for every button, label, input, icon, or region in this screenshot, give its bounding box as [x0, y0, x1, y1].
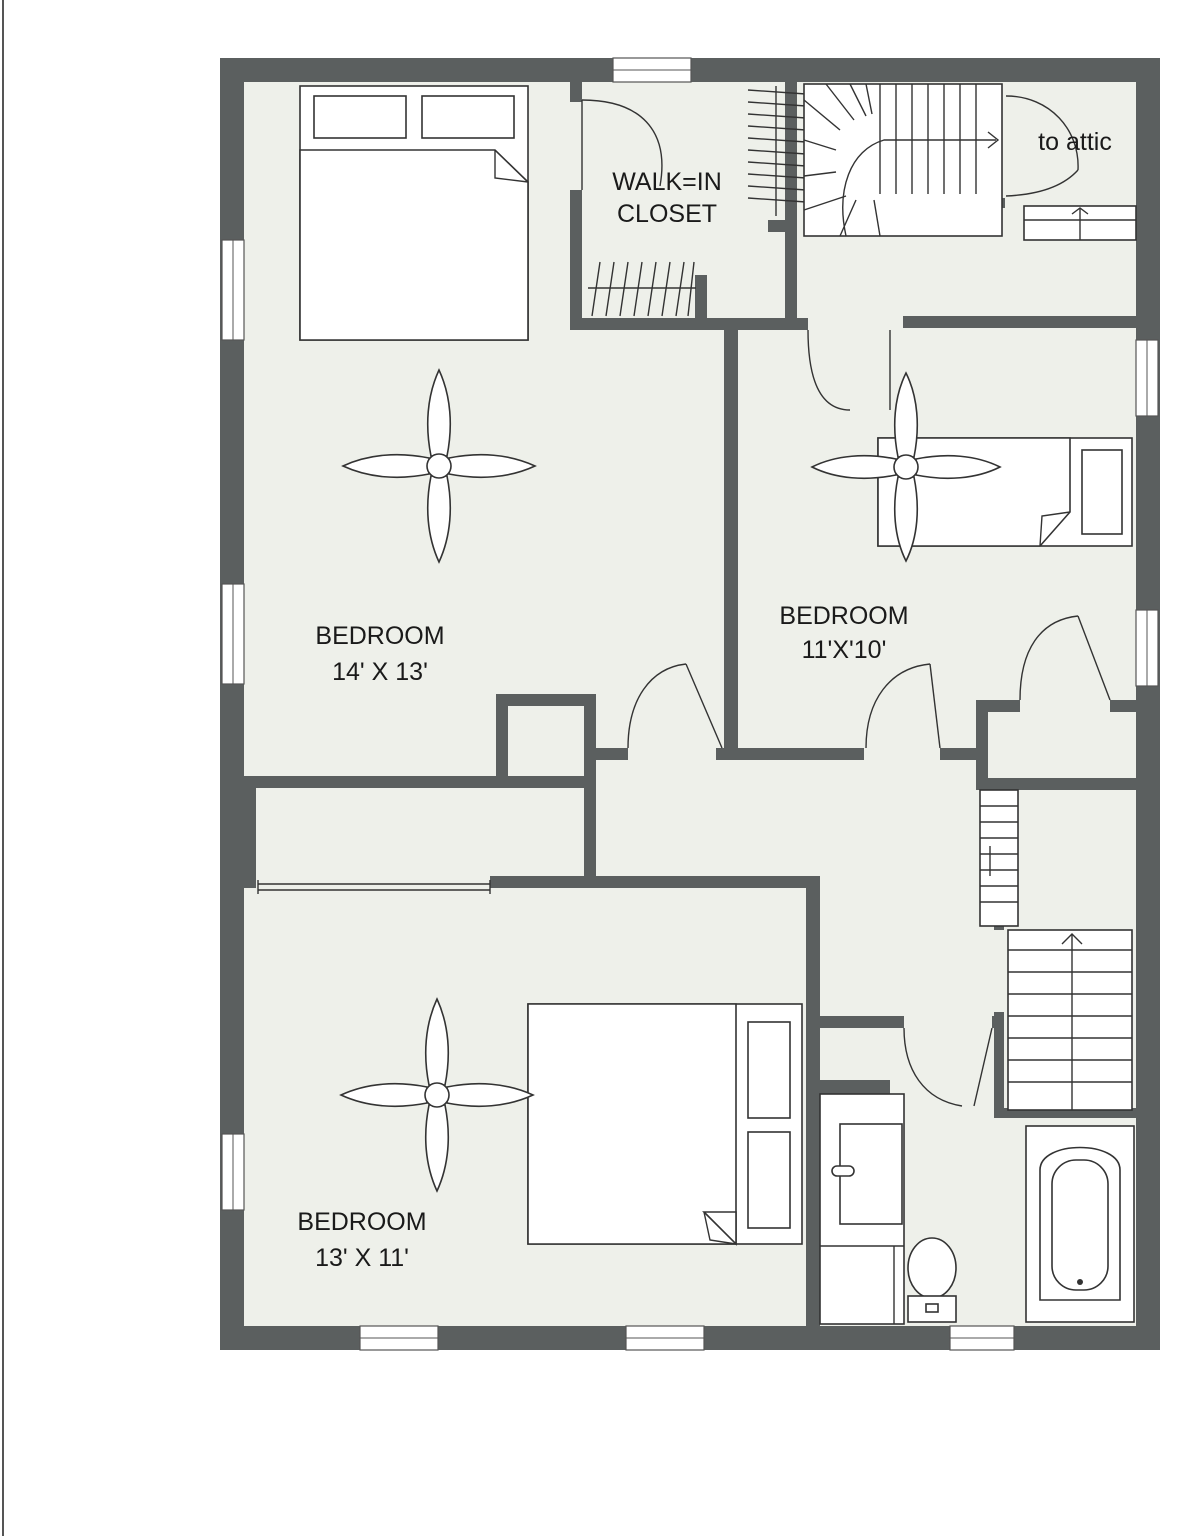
closet-label-line1: WALK=IN — [612, 168, 722, 196]
bed-icon — [299, 85, 529, 341]
sliding-door-icon — [257, 880, 491, 894]
bedroom3-name: BEDROOM — [297, 1208, 426, 1236]
stairs-icon — [979, 789, 1133, 1111]
ceiling-fan-icon — [810, 371, 1002, 563]
bedroom1-size: 14' X 13' — [332, 658, 428, 686]
bedroom2-size: 11'X'10' — [802, 636, 887, 664]
attic-label: to attic — [1038, 128, 1112, 156]
closet-label-line2: CLOSET — [617, 200, 717, 228]
toilet-icon — [907, 1237, 957, 1323]
bed-icon — [527, 1003, 803, 1246]
bedroom1-name: BEDROOM — [315, 622, 444, 650]
door-swing-icon — [581, 95, 1111, 1107]
bedroom3-size: 13' X 11' — [315, 1244, 409, 1272]
bedroom2-name: BEDROOM — [779, 602, 908, 630]
windows — [221, 57, 1159, 1351]
ceiling-fan-icon — [341, 368, 537, 564]
closet-shelves — [588, 86, 807, 317]
ceiling-fan-icon — [339, 997, 535, 1193]
bathtub-icon — [1025, 1125, 1135, 1323]
sink-icon — [819, 1093, 905, 1325]
interior-walls — [244, 82, 1136, 1336]
stairs-icon — [803, 83, 1137, 241]
